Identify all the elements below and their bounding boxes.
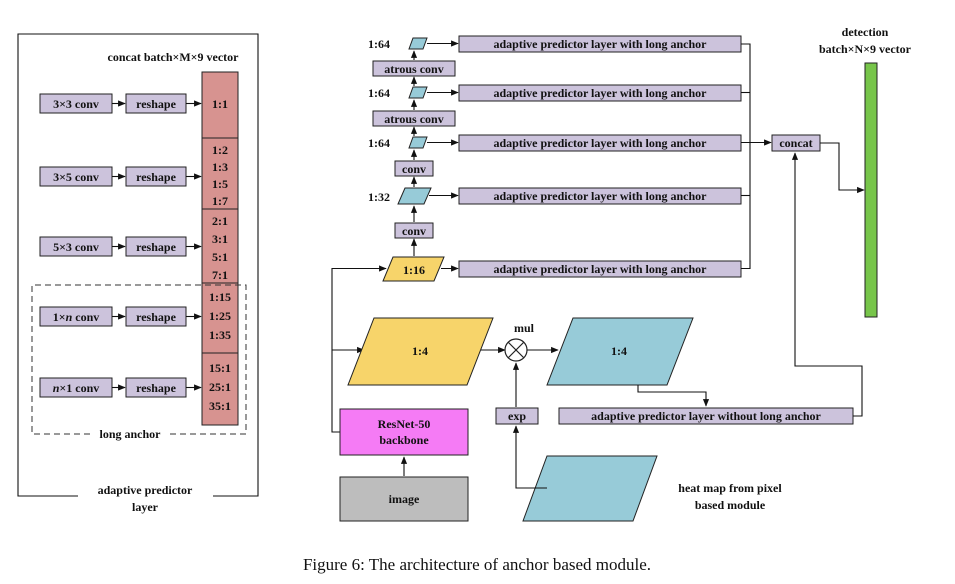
image-box <box>339 476 469 522</box>
scale-label: 1:32 <box>368 190 390 204</box>
reshape-label: reshape <box>136 240 176 254</box>
ratio-label: 15:1 <box>209 361 231 375</box>
heat-map-shape <box>522 455 658 522</box>
conv-3x5-label: 3×5 conv <box>53 170 99 184</box>
feature-map-1-4-weighted <box>546 317 694 386</box>
detection-vector <box>864 62 878 318</box>
ratio-label: 25:1 <box>209 380 231 394</box>
multiply-cross <box>508 342 524 358</box>
predictor-long-label: adaptive predictor layer with long ancho… <box>494 189 708 203</box>
predictor-long-label: adaptive predictor layer with long ancho… <box>494 86 708 100</box>
ratio-label: 5:1 <box>212 250 228 264</box>
conv-box <box>394 222 434 239</box>
feature-map-1-4 <box>347 317 494 386</box>
left-panel-frame <box>17 33 259 497</box>
detection-label-line2: batch×N×9 vector <box>819 42 912 56</box>
concat-label: concat <box>779 136 812 150</box>
scale-label: 1:64 <box>368 86 390 100</box>
ratio-block-5 <box>201 352 239 426</box>
ratio-label: 35:1 <box>209 399 231 413</box>
heat-map-label-line2: based module <box>695 498 766 512</box>
detection-label-line1: detection <box>842 25 889 39</box>
ratio-label: 3:1 <box>212 232 228 246</box>
mul-label: mul <box>514 321 535 335</box>
conv-1xn-var: n <box>66 310 73 324</box>
ratio-block-2 <box>201 137 239 210</box>
ratio-block-4 <box>201 282 239 354</box>
image-label: image <box>389 492 420 506</box>
backbone-label-line2: backbone <box>379 433 429 447</box>
scale-label: 1:64 <box>368 136 390 150</box>
scale-label: 1:16 <box>403 263 425 277</box>
arrow <box>791 152 863 417</box>
feature-map-small <box>408 86 428 99</box>
conv-1xn-suffix: conv <box>72 310 99 324</box>
long-anchor-label: long anchor <box>99 427 161 441</box>
atrous-conv-box <box>372 110 456 127</box>
right-panel: 1:64 adaptive predictor layer with long … <box>331 25 912 522</box>
reshape-label: reshape <box>136 310 176 324</box>
left-panel-footer-line1: adaptive predictor <box>98 483 193 497</box>
feature-map-1-4-label: 1:4 <box>412 344 428 358</box>
conv-5x3-label: 5×3 conv <box>53 240 99 254</box>
left-panel-title: concat batch×M×9 vector <box>108 50 240 64</box>
ratio-label: 1:1 <box>212 97 228 111</box>
conv-nx1-suffix: ×1 conv <box>59 381 99 395</box>
atrous-conv-label: atrous conv <box>384 112 443 126</box>
left-panel: concat batch×M×9 vector 1:1 1:2 1:3 1:5 … <box>17 33 259 514</box>
heat-map-label-line1: heat map from pixel <box>678 481 782 495</box>
reshape-label: reshape <box>136 381 176 395</box>
conv-3x3-label: 3×3 conv <box>53 97 99 111</box>
reshape-label: reshape <box>136 97 176 111</box>
feature-map-small <box>408 37 428 50</box>
ratio-label: 1:15 <box>209 290 231 304</box>
predictor-long-label: adaptive predictor layer with long ancho… <box>494 136 708 150</box>
long-anchor-region <box>31 284 247 435</box>
predictor-no-long-label: adaptive predictor layer without long an… <box>591 409 821 423</box>
feature-map-1-4-weighted-label: 1:4 <box>611 344 627 358</box>
exp-label: exp <box>508 409 526 423</box>
feature-map-small <box>408 136 428 149</box>
predictor-long-label: adaptive predictor layer with long ancho… <box>494 37 708 51</box>
ratio-label: 1:2 <box>212 143 228 157</box>
connector <box>741 43 751 270</box>
left-panel-footer-line2: layer <box>132 500 159 514</box>
conv-nx1-var: n <box>53 381 60 395</box>
backbone-box <box>339 408 469 456</box>
figure-caption: Figure 6: The architecture of anchor bas… <box>303 555 651 574</box>
conv-nx1-label: n×1 conv <box>53 381 100 395</box>
arrow <box>820 142 865 194</box>
arrow <box>512 425 547 489</box>
conv-label: conv <box>402 162 426 176</box>
ratio-label: 7:1 <box>212 268 228 282</box>
arrow <box>331 265 387 350</box>
atrous-conv-label: atrous conv <box>384 62 443 76</box>
conv-1xn-label: 1×n conv <box>53 310 100 324</box>
ratio-label: 1:35 <box>209 328 231 342</box>
ratio-label: 1:25 <box>209 309 231 323</box>
conv-label: conv <box>402 224 426 238</box>
feature-map-1-16 <box>382 256 445 282</box>
conv-box <box>394 160 434 177</box>
feature-map-1-32 <box>397 187 432 205</box>
predictor-long-label: adaptive predictor layer with long ancho… <box>494 262 708 276</box>
ratio-label: 1:5 <box>212 177 228 191</box>
ratio-label: 1:3 <box>212 160 228 174</box>
reshape-label: reshape <box>136 170 176 184</box>
ratio-label: 1:7 <box>212 194 228 208</box>
scale-label: 1:64 <box>368 37 390 51</box>
conv-1xn-prefix: 1× <box>53 310 66 324</box>
exp-box <box>495 407 539 425</box>
backbone-label-line1: ResNet-50 <box>378 417 431 431</box>
arrow <box>637 385 710 407</box>
connector <box>331 350 340 433</box>
atrous-conv-box <box>372 60 456 77</box>
ratio-label: 2:1 <box>212 214 228 228</box>
